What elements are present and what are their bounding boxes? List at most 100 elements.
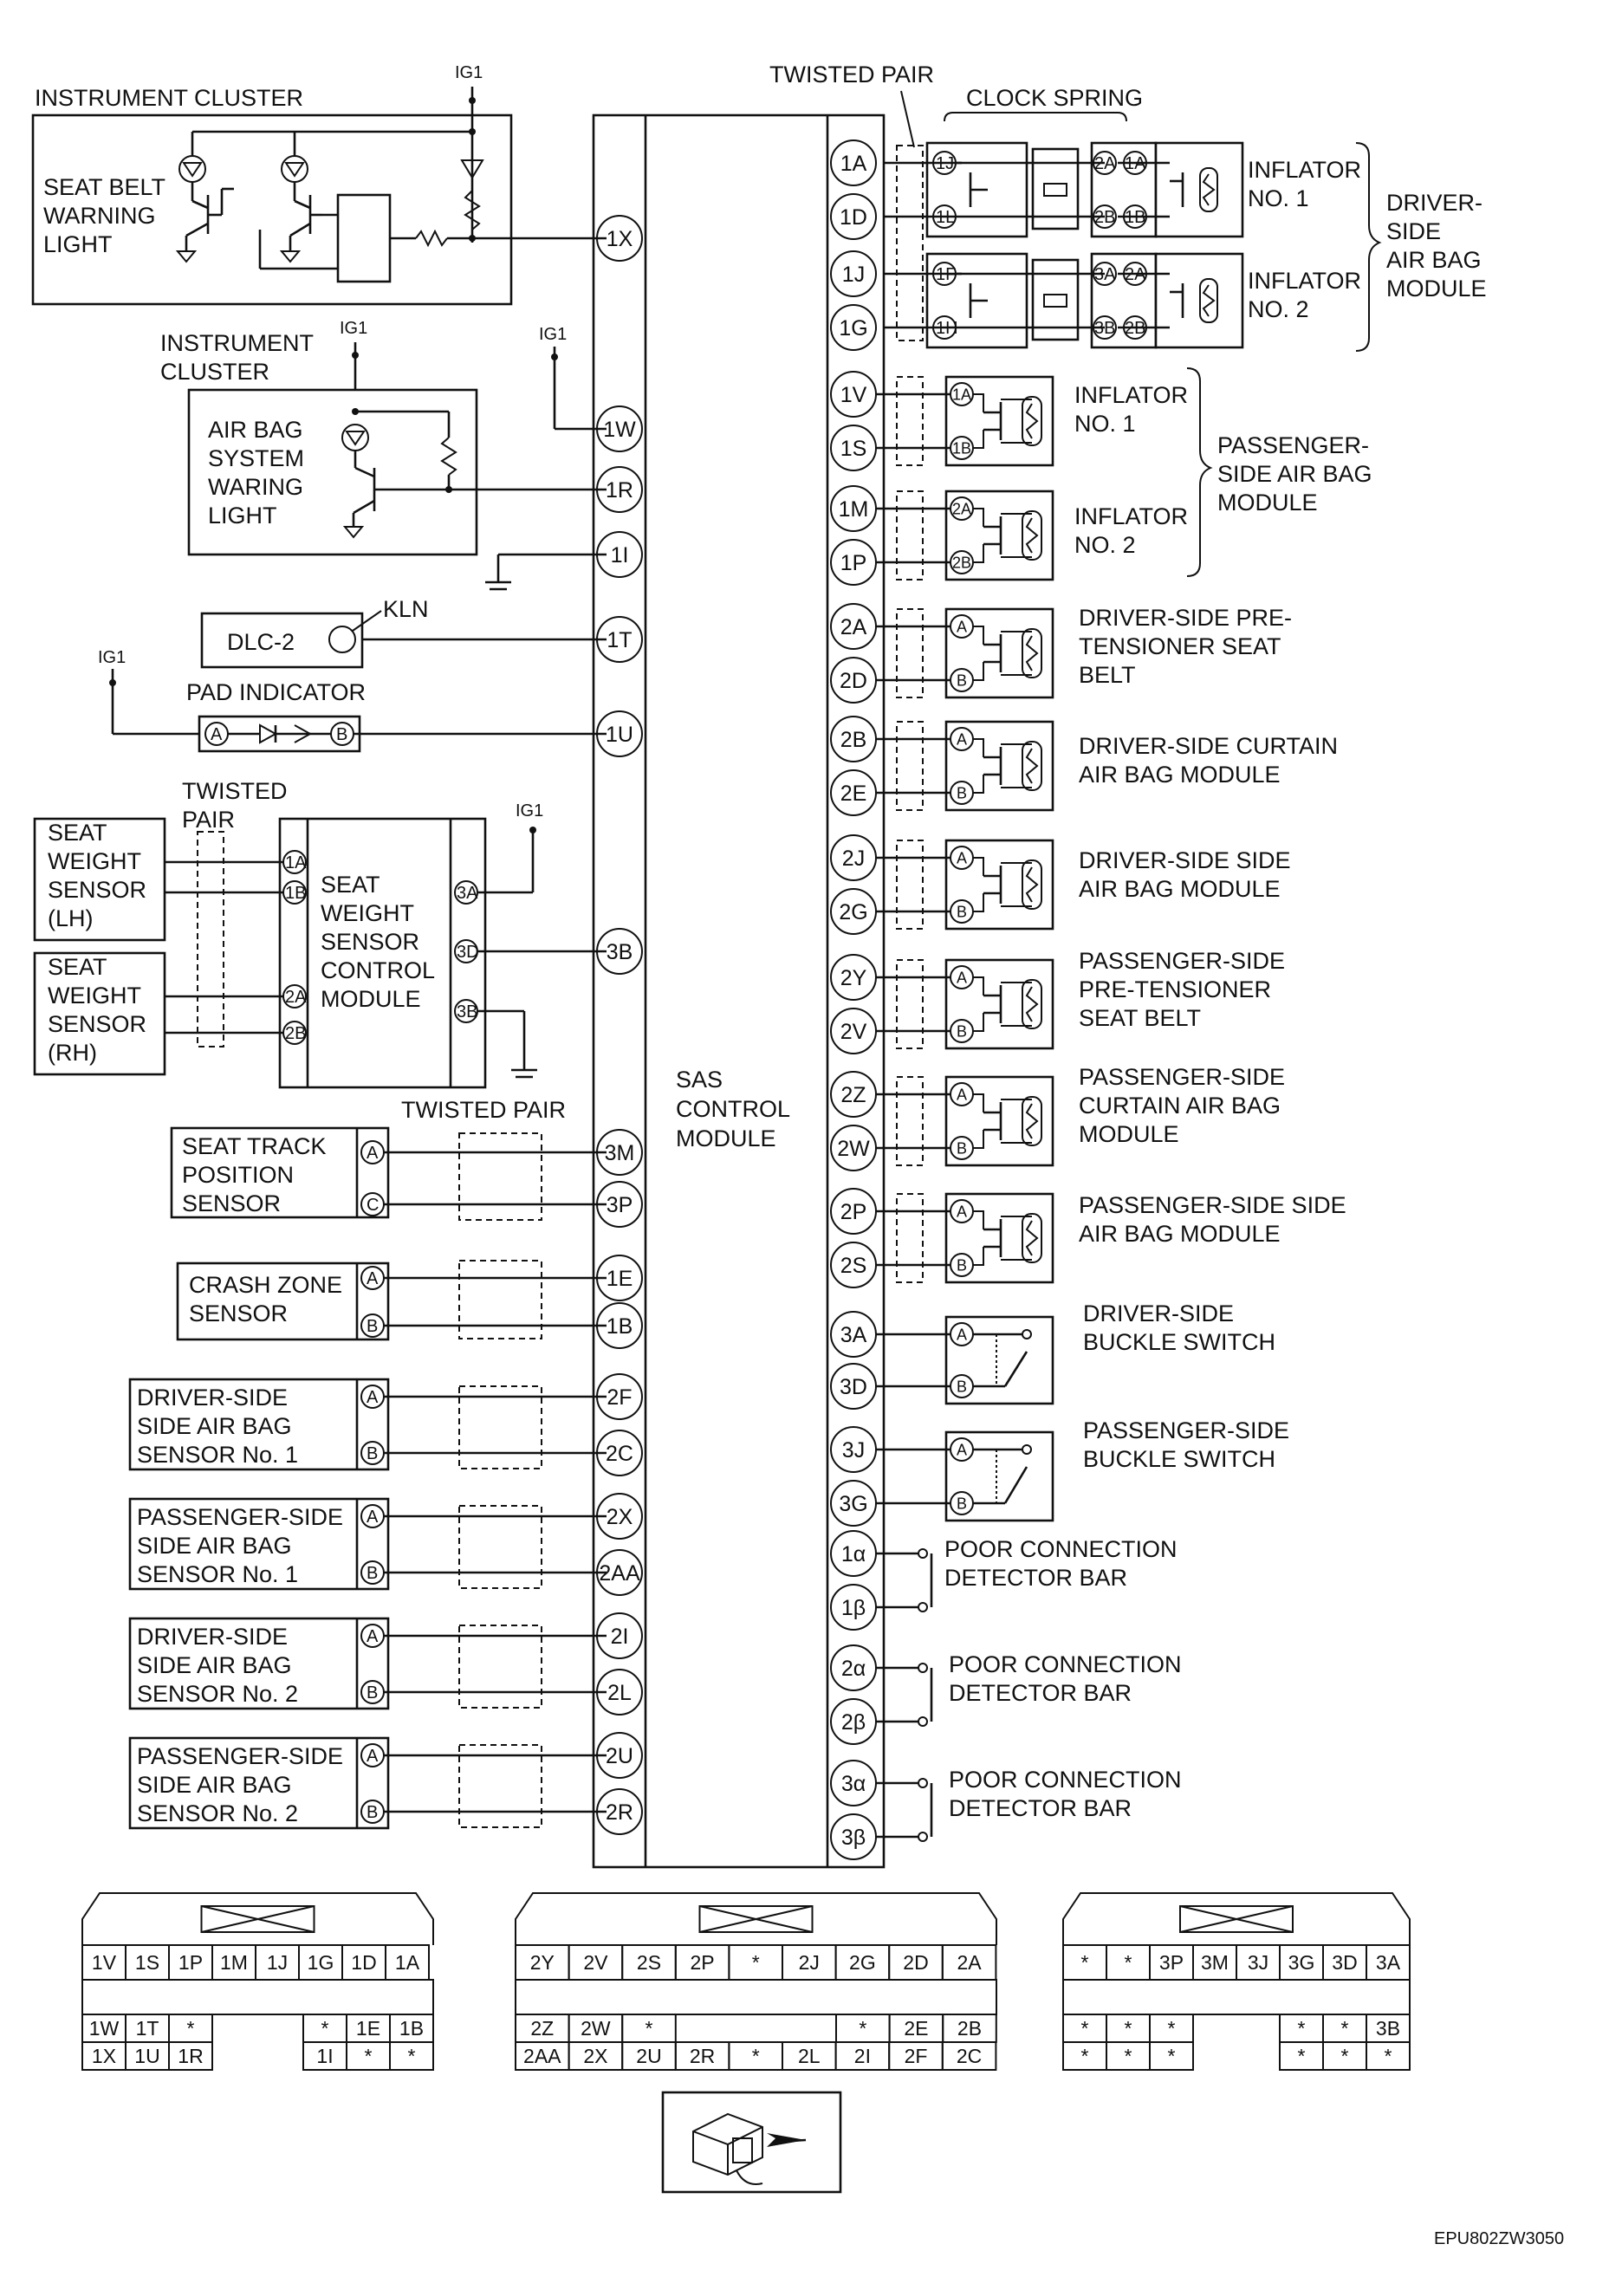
connector-pin: 2G: [849, 1951, 876, 1974]
ab-label4: LIGHT: [208, 503, 277, 529]
twisted-pair-marker: [896, 1076, 924, 1166]
pass-cur-3: MODULE: [1079, 1121, 1179, 1147]
pin-3b: 3B: [457, 1002, 477, 1022]
twisted-pair-marker: [896, 959, 924, 1049]
sas-label-line2: CONTROL: [676, 1096, 790, 1122]
pass-module-2: SIDE AIR BAG: [1217, 461, 1372, 487]
pin-label: 1β: [841, 1596, 866, 1620]
pin-2a: 2A: [1125, 265, 1146, 284]
drv-cur-1: DRIVER-SIDE CURTAIN: [1079, 733, 1338, 759]
connector-pin: 2S: [637, 1951, 661, 1974]
connector-pin: 2B: [957, 2017, 982, 2040]
connector-pin: *: [1125, 2045, 1132, 2067]
connector-housing: [515, 1892, 997, 1945]
connector-latch: [200, 1905, 315, 1933]
pass-module-3: MODULE: [1217, 490, 1318, 516]
resistor-icon: [1022, 510, 1042, 561]
pin-b: B: [367, 1317, 378, 1336]
pin-1f: 1F: [936, 265, 956, 284]
connector-view-icon: [661, 2091, 842, 2194]
kln-label: KLN: [383, 596, 429, 622]
buckle-switch-box: [944, 1430, 1054, 1522]
pin-label: B: [957, 1378, 967, 1395]
clock-spring-label: CLOCK SPRING: [966, 85, 1143, 111]
connector-pin: 3A: [1376, 1951, 1401, 1974]
pin-label: 2α: [841, 1657, 866, 1681]
pin-label: 2G: [839, 900, 867, 924]
connector-latch: [698, 1905, 814, 1933]
pin-label: A: [957, 1326, 967, 1343]
drv-cur-2: AIR BAG MODULE: [1079, 762, 1281, 788]
pin-label: 2AA: [599, 1561, 640, 1586]
connector-gap: [81, 1979, 434, 2015]
twisted-pair-marker: [896, 721, 924, 811]
inflator-wire: [973, 508, 984, 563]
pin-label: 2P: [840, 1200, 867, 1224]
drv-pre-1: DRIVER-SIDE PRE-: [1079, 605, 1292, 631]
pin-label: 2A: [840, 615, 867, 639]
swlh-4: (LH): [48, 905, 94, 931]
pin-circle: [830, 139, 877, 186]
seat-track-2: POSITION: [182, 1162, 294, 1188]
crash-zone-1: CRASH ZONE: [189, 1272, 342, 1298]
connector-pin: 2X: [583, 2045, 607, 2067]
passenger-air-bag-labels: INFLATOR NO. 1 INFLATOR NO. 2 PASSENGER-…: [1074, 367, 1372, 577]
pin-label: 1A: [840, 152, 867, 176]
pin-label: B: [957, 1139, 967, 1157]
pin-label: 2β: [841, 1710, 866, 1735]
crash-zone-2: SENSOR: [189, 1300, 288, 1326]
connector-pin: *: [1081, 2017, 1089, 2040]
pin-label: 2U: [606, 1744, 633, 1768]
pin-label: B: [957, 784, 967, 801]
pin-circle: [596, 1302, 643, 1349]
pin-label: 1S: [840, 437, 867, 461]
pin-circle: [596, 405, 643, 452]
pin-label: 2Y: [840, 966, 867, 990]
connector-latch: [201, 1905, 315, 1933]
pin-circle: [596, 215, 643, 262]
pass-side-2: AIR BAG MODULE: [1079, 1221, 1281, 1247]
pin-b: B: [367, 1683, 378, 1703]
inflator-wire: [973, 738, 984, 794]
pin-label: 1J: [842, 263, 865, 287]
pin-circle: [596, 1255, 643, 1301]
p-inflator1-2: NO. 1: [1074, 411, 1136, 437]
instrument-cluster-airbag: INSTRUMENT CLUSTER IG1 AIR BAG SYSTEM WA…: [160, 319, 607, 591]
pin-circle: [596, 531, 643, 578]
buckle-switch-box: [944, 1315, 1054, 1405]
pin-label: 3α: [841, 1772, 866, 1796]
switch-contact: [1022, 1329, 1032, 1339]
pin-label: 3G: [839, 1492, 867, 1516]
pin-label: B: [957, 1022, 967, 1040]
connector-pin: 3J: [1248, 1951, 1268, 1974]
connector-pin: 1R: [178, 2045, 203, 2067]
connector-pin: 2F: [905, 2045, 928, 2067]
pin-circle: [596, 1669, 643, 1716]
connector-pin: 1V: [92, 1951, 117, 1974]
pin-a: A: [367, 1747, 379, 1766]
tp-mid-label: TWISTED PAIR: [401, 1097, 566, 1123]
pin-label: 3J: [842, 1438, 865, 1463]
pin-label: 3P: [607, 1193, 633, 1217]
seat-belt-label3: LIGHT: [43, 231, 113, 257]
pin-b: B: [367, 1803, 378, 1822]
swrh-2: WEIGHT: [48, 983, 141, 1009]
pin-label: 1V: [840, 383, 867, 407]
pin-a: A: [367, 1144, 379, 1163]
ig1-label-ic2: IG1: [340, 319, 367, 338]
connector-pin: 1B: [399, 2017, 424, 2040]
pin-label: B: [957, 1256, 967, 1274]
p-inflator2-2: NO. 2: [1074, 532, 1136, 558]
ps1-1: PASSENGER-SIDE: [137, 1504, 343, 1530]
pin-label: 3M: [605, 1141, 635, 1165]
ds1-2: SIDE AIR BAG: [137, 1413, 292, 1439]
inflator2-label1: INFLATOR: [1248, 268, 1361, 294]
inflator2-label2: NO. 2: [1248, 296, 1309, 322]
ps2-3: SENSOR No. 2: [137, 1800, 298, 1826]
pass-module-1: PASSENGER-: [1217, 432, 1369, 458]
pin-label: 2E: [840, 782, 867, 806]
drv-module-4: MODULE: [1386, 276, 1487, 302]
pin-label: 2L: [607, 1681, 632, 1705]
